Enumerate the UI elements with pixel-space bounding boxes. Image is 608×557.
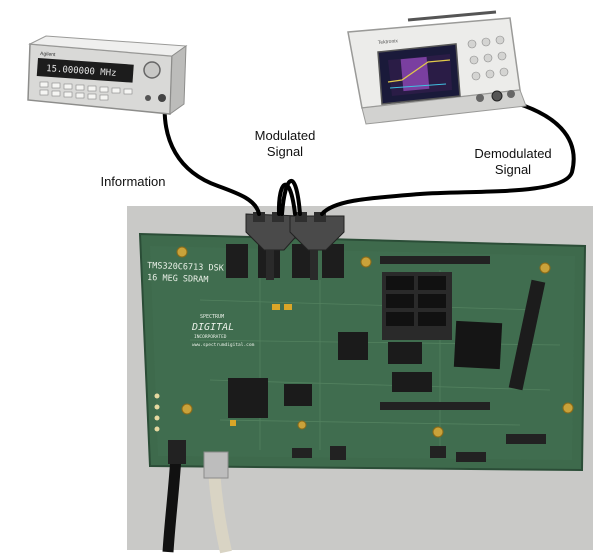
power-plug bbox=[168, 440, 186, 464]
usb-plug bbox=[203, 451, 229, 479]
label-information: Information bbox=[100, 174, 166, 189]
label-demodulated-signal: Demodulated Signal bbox=[458, 146, 568, 178]
signal-cables bbox=[162, 96, 576, 216]
generator-knob bbox=[143, 61, 161, 79]
generator-display bbox=[36, 58, 134, 83]
maker-url: www.spectrumdigital.com bbox=[192, 342, 255, 348]
small-chip-b bbox=[388, 342, 422, 364]
dsp-board: TMS320C6713 DSK 16 MEG SDRAM SPECTRUM DI… bbox=[138, 232, 587, 472]
small-chip-a bbox=[338, 332, 368, 360]
maker-logo-line2: DIGITAL bbox=[191, 322, 234, 333]
dsp-processor-chip bbox=[453, 320, 503, 370]
maker-logo-line1: SPECTRUM bbox=[200, 314, 224, 320]
expansion-connector-top bbox=[380, 256, 490, 264]
board-silkscreen-line2: 16 MEG SDRAM bbox=[147, 273, 209, 285]
usb-cable bbox=[208, 469, 232, 554]
generator-output-connector bbox=[158, 94, 166, 102]
small-chip-d bbox=[284, 384, 312, 406]
label-modulated-signal: Modulated Signal bbox=[240, 128, 330, 160]
board-silkscreen-line1: TMS320C6713 DSK bbox=[147, 261, 225, 274]
function-generator: Agilent 15.000000 MHz bbox=[27, 35, 188, 115]
expansion-connector-right bbox=[508, 279, 546, 391]
generator-brand: Agilent bbox=[40, 51, 56, 58]
scope-handle bbox=[407, 10, 497, 22]
label-demodulated-line1: Demodulated bbox=[474, 146, 552, 161]
label-modulated-line1: Modulated bbox=[254, 128, 316, 143]
generator-display-reading: 15.000000 MHz bbox=[46, 64, 117, 79]
scope-brand: Tektronix bbox=[378, 38, 399, 46]
cable-adapters bbox=[245, 212, 345, 280]
power-cable bbox=[162, 455, 182, 553]
small-chip-c bbox=[392, 372, 432, 392]
oscilloscope: Tektronix bbox=[347, 10, 527, 125]
label-demodulated-line2: Signal bbox=[494, 162, 532, 177]
label-modulated-line2: Signal bbox=[266, 144, 304, 159]
expansion-connector-bottom bbox=[380, 402, 490, 410]
scope-input-channel bbox=[491, 90, 503, 102]
codec-chip bbox=[228, 378, 268, 418]
maker-logo-line3: INCORPORATED bbox=[194, 334, 227, 340]
